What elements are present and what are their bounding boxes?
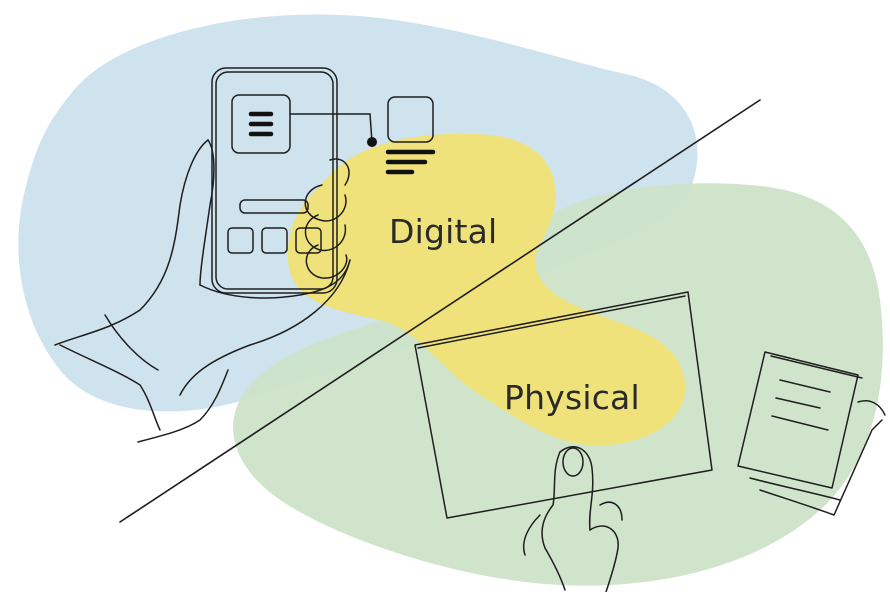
highlight-blob bbox=[287, 133, 686, 446]
divider-line bbox=[119, 99, 761, 523]
connector-dot bbox=[367, 137, 377, 147]
menu-lines-icon bbox=[248, 111, 436, 175]
hand-holding-phone-icon bbox=[54, 139, 351, 443]
digital-label: Digital bbox=[389, 212, 498, 251]
physical-label: Physical bbox=[504, 378, 640, 417]
paper-cards-icon bbox=[737, 351, 886, 516]
hand-holding-card-icon bbox=[414, 291, 713, 592]
